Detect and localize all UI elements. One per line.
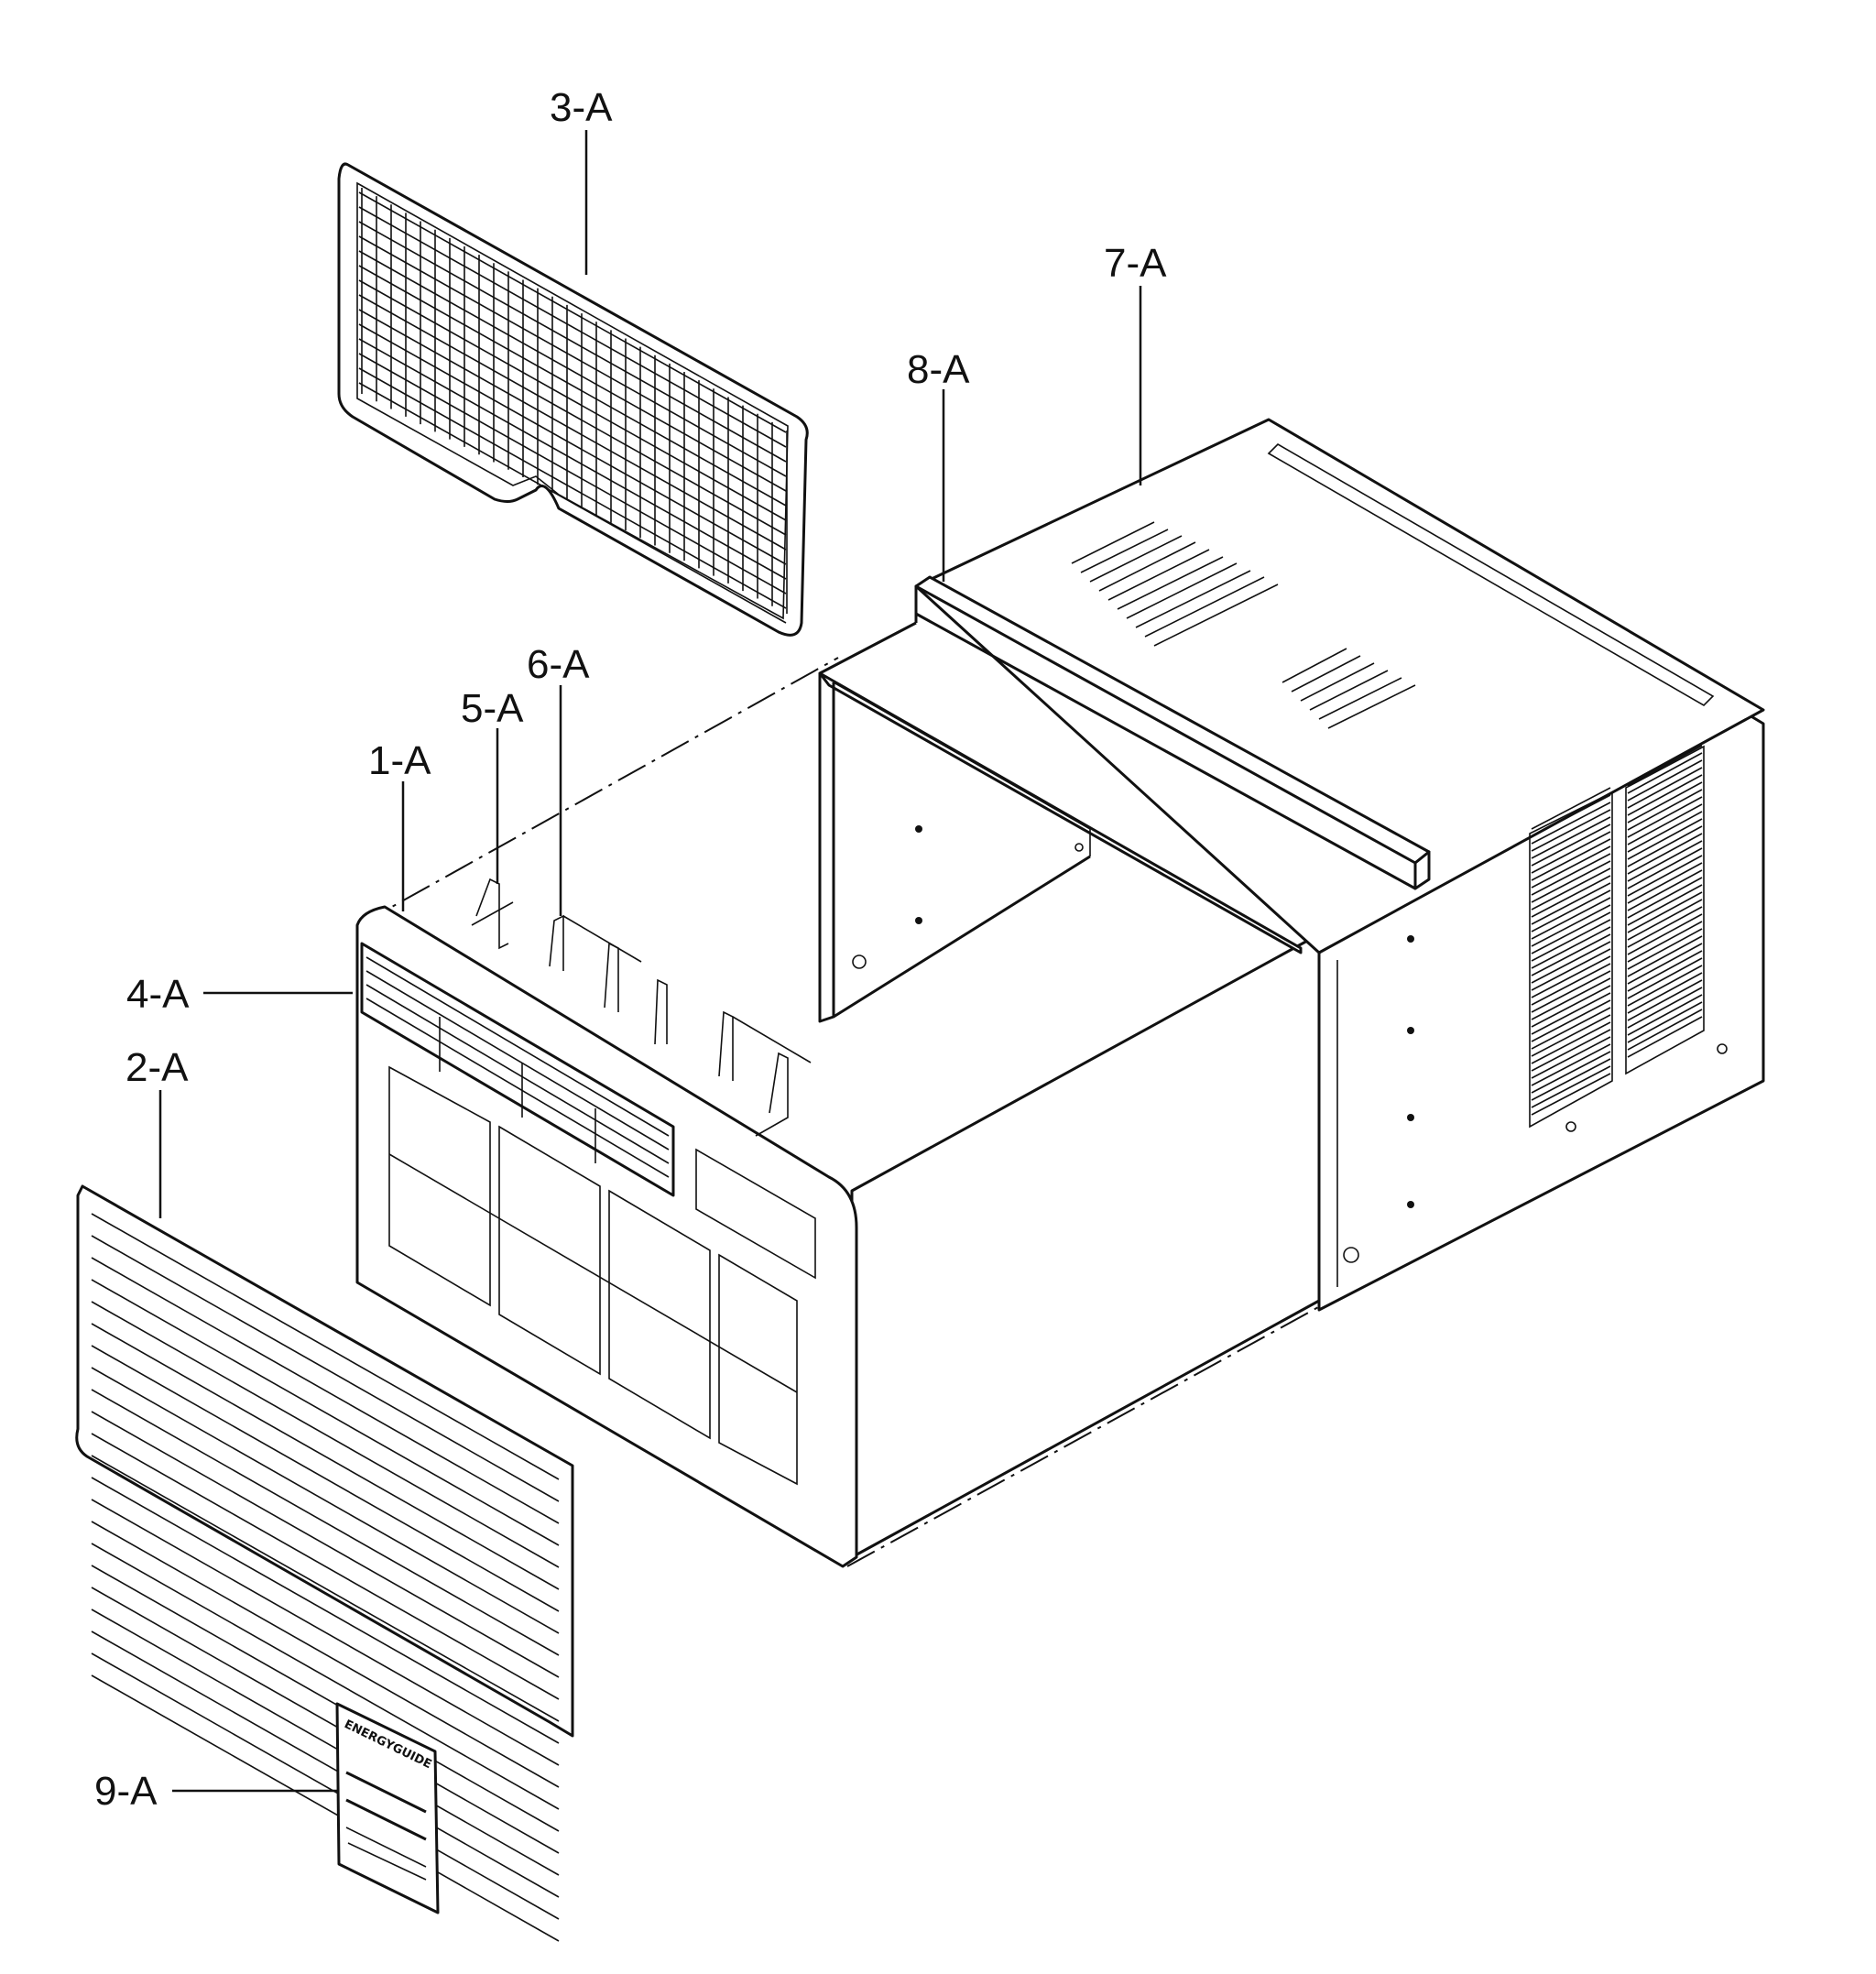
energy-label-part: ENERGYGUIDE <box>335 1702 440 1914</box>
grille-slats <box>91 1213 560 1942</box>
callout-5-A: 5-A <box>461 686 524 731</box>
cabinet-body <box>850 418 1765 1559</box>
callout-6-A: 6-A <box>527 642 590 687</box>
front-frame-part <box>355 905 858 1568</box>
callout-3-A: 3-A <box>550 85 613 130</box>
callout-1-A: 1-A <box>368 738 431 783</box>
chassis-frame <box>818 591 1303 1023</box>
callout-2-A: 2-A <box>125 1045 189 1090</box>
top-rail-part <box>914 575 1431 890</box>
callout-9-A: 9-A <box>94 1769 158 1814</box>
callout-8-A: 8-A <box>907 347 970 392</box>
louver-blades <box>365 956 670 1178</box>
filter-mesh <box>358 188 788 624</box>
top-louvers-1 <box>1071 521 1279 647</box>
louver-clips <box>471 878 812 1137</box>
callout-4-A: 4-A <box>126 972 190 1017</box>
callouts: 3-A 7-A 8-A 6-A 5-A 1-A 4-A 2-A 9-A <box>94 85 1167 1814</box>
side-louvers <box>1529 745 1705 1129</box>
air-filter-part <box>337 162 809 637</box>
top-louvers-2 <box>1282 648 1416 729</box>
front-grille-part <box>75 1184 574 1942</box>
callout-7-A: 7-A <box>1104 241 1167 286</box>
